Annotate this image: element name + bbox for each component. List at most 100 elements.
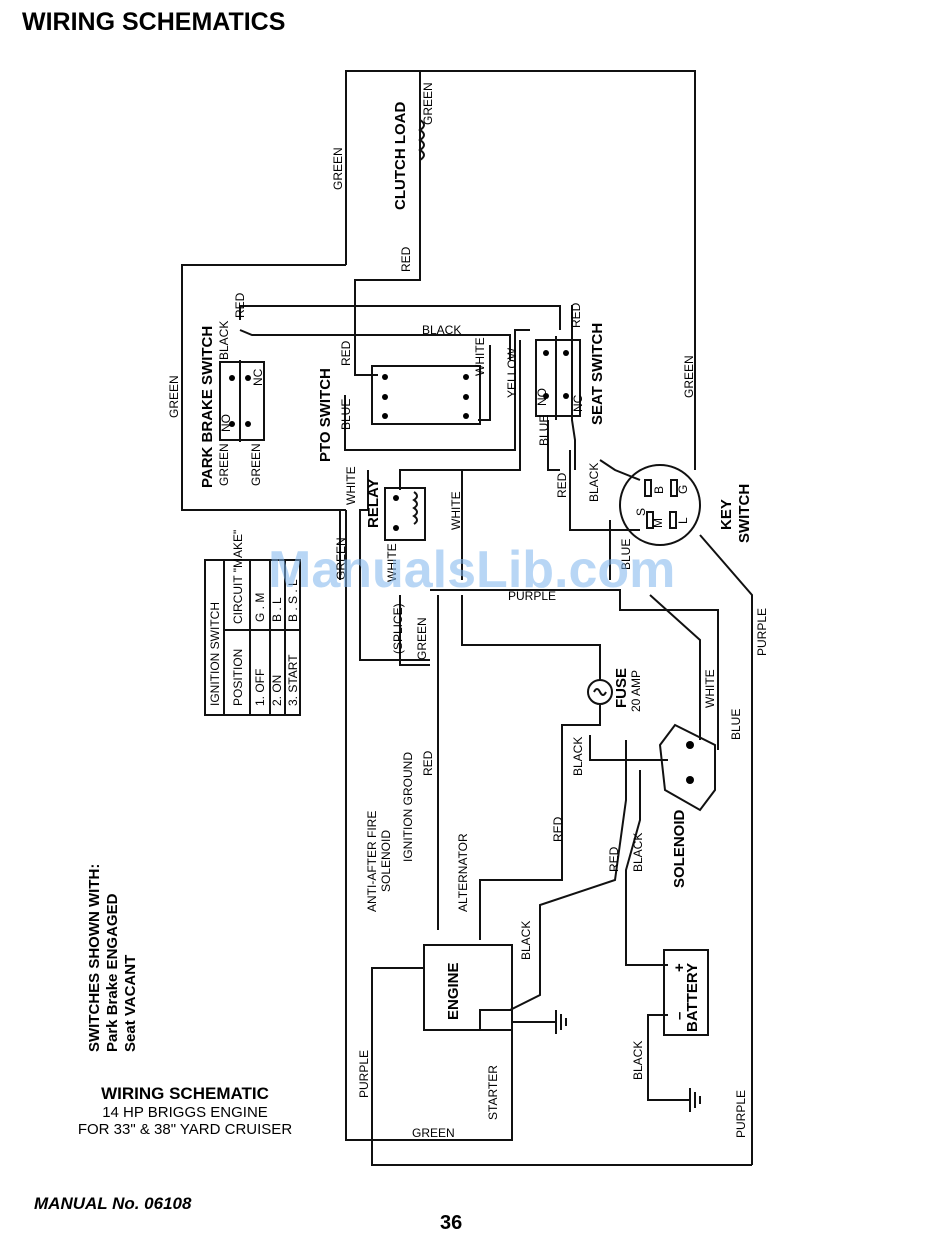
wire-fuse-top — [461, 595, 601, 680]
relay — [384, 487, 426, 541]
wire-white-sol — [649, 594, 701, 740]
wire-label-blue-4: BLUE — [729, 709, 743, 740]
ground-symbol-battery — [689, 1088, 701, 1112]
wire-label-black-2: BLACK — [422, 323, 461, 337]
wire-label-green-3: GREEN — [167, 375, 181, 418]
wires — [181, 70, 753, 1166]
starter-label: STARTER — [486, 1065, 500, 1120]
ignition-table-header-circuit: CIRCUIT "MAKE" — [231, 530, 245, 624]
wire-label-blue-3: BLUE — [619, 539, 633, 570]
wire-label-purple-2: PURPLE — [755, 608, 769, 656]
wire-green-engine — [346, 1010, 513, 1141]
key-g: G — [676, 485, 690, 494]
wire-label-green-4: GREEN — [217, 443, 231, 486]
wire-label-yellow: YELLOW — [505, 347, 519, 398]
wire-black-park — [239, 329, 511, 360]
wire-red-key — [569, 450, 640, 531]
key-l: L — [676, 517, 690, 524]
wire-label-red-2: RED — [233, 292, 247, 318]
wire-black-ground — [647, 1014, 690, 1101]
park-brake-switch-label: PARK BRAKE SWITCH — [199, 326, 216, 488]
switches-note-line1: SWITCHES SHOWN WITH: — [86, 864, 103, 1052]
ignition-switch-table — [204, 559, 301, 716]
wire-black-sol2 — [625, 770, 641, 885]
key-switch — [619, 464, 701, 546]
engine-label: ENGINE — [445, 962, 462, 1020]
wire-white-pto — [478, 345, 491, 421]
seat-switch — [535, 336, 581, 420]
wire-label-green-5: GREEN — [249, 443, 263, 486]
wire-label-red-1: RED — [399, 246, 413, 272]
wire-label-blue-2: BLUE — [537, 415, 551, 446]
wire-red-clutch — [354, 200, 421, 300]
wire-label-purple-3: PURPLE — [357, 1050, 371, 1098]
key-b: B — [652, 486, 666, 494]
wire-label-black-3: BLACK — [587, 463, 601, 502]
park-brake-switch — [219, 360, 265, 442]
wire-label-green-9: GREEN — [412, 1126, 455, 1140]
wire-label-black-7: BLACK — [631, 1041, 645, 1080]
wire-purple-right — [371, 967, 752, 1166]
wire-label-red-4: RED — [569, 302, 583, 328]
wire-label-purple-4: PURPLE — [734, 1090, 748, 1138]
wire-green-left — [181, 264, 346, 511]
key-s: S — [634, 508, 648, 516]
wire-label-white-3: WHITE — [449, 491, 463, 530]
seat-no: NO — [535, 388, 549, 406]
seat-nc: NC — [571, 394, 585, 412]
fuse-rating-label: 20 AMP — [629, 670, 643, 712]
wire-label-white-1: WHITE — [473, 337, 487, 376]
wire-purple-key — [699, 534, 753, 1165]
ignition-table-row-3-pos: 3. START — [286, 654, 300, 706]
wire-red-pto — [354, 300, 378, 376]
wire-blue-pto — [344, 329, 530, 451]
ignition-ground-label: IGNITION GROUND — [401, 752, 415, 862]
wire-label-green-2: GREEN — [421, 82, 435, 125]
switches-note-line2: Park Brake ENGAGED — [104, 893, 121, 1052]
splice-label: (SPLICE) — [391, 603, 405, 654]
pto-switch — [371, 365, 481, 425]
ignition-table-header-position: POSITION — [231, 649, 245, 706]
watermark: ManualsLib.com — [268, 541, 676, 599]
wire-fuse-bottom — [479, 705, 601, 940]
wire-green-top — [345, 70, 696, 470]
ignition-table-title: IGNITION SWITCH — [208, 602, 222, 706]
wire-label-red-5: RED — [555, 472, 569, 498]
battery-minus: – — [671, 1012, 688, 1020]
battery-plus: + — [671, 963, 688, 972]
ignition-table-row-3-make: B . S . L — [286, 579, 300, 622]
wire-label-green-7: GREEN — [682, 355, 696, 398]
park-brake-nc: NC — [251, 368, 265, 386]
park-brake-no: NO — [219, 414, 233, 432]
wire-green-splice — [399, 595, 430, 666]
wire-label-blue-1: BLUE — [339, 399, 353, 430]
relay-label: RELAY — [365, 479, 382, 528]
wire-red-batt — [625, 885, 668, 966]
anti-after-fire-label-1: ANTI-AFTER FIRE — [365, 811, 379, 912]
wire-label-purple-1: PURPLE — [508, 589, 556, 603]
alternator-label: ALTERNATOR — [456, 833, 470, 912]
schematic-title-line1: WIRING SCHEMATIC — [101, 1084, 269, 1103]
pto-switch-label: PTO SWITCH — [317, 368, 334, 462]
clutch-coil — [418, 119, 425, 161]
ignition-table-row-2-pos: 2. ON — [270, 675, 284, 706]
ground-symbol-engine — [555, 1010, 567, 1034]
battery-label: BATTERY — [684, 963, 701, 1032]
wire-label-white-5: WHITE — [703, 669, 717, 708]
wire-red-park — [239, 305, 561, 330]
manual-number: MANUAL No. 06108 — [34, 1194, 192, 1213]
ignition-table-row-1-pos: 1. OFF — [253, 669, 267, 706]
wire-label-black-1: BLACK — [217, 321, 231, 360]
wire-label-red-3: RED — [339, 340, 353, 366]
fuse — [587, 679, 613, 705]
wire-purple-bus — [430, 589, 719, 750]
solenoid-label: SOLENOID — [671, 809, 688, 888]
ignition-table-row-2-make: B . L — [270, 597, 284, 622]
wire-label-black-5: BLACK — [631, 833, 645, 872]
schematic-title-line3: FOR 33" & 38" YARD CRUISER — [77, 1121, 293, 1138]
key-m: M — [651, 518, 665, 528]
fuse-label: FUSE — [613, 668, 630, 708]
solenoid — [658, 723, 716, 812]
page-number: 36 — [440, 1212, 463, 1234]
